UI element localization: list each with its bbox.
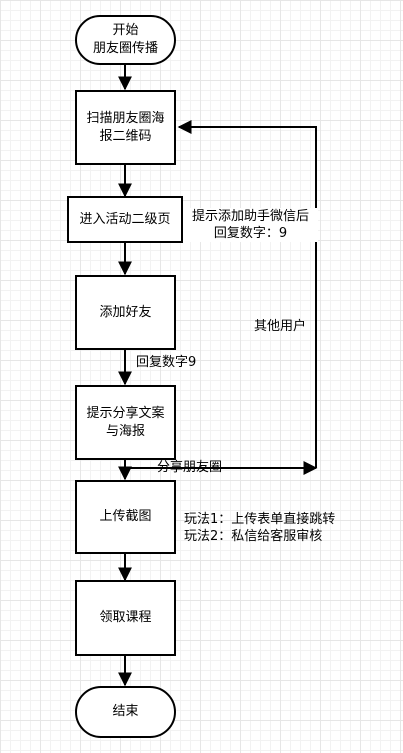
scan-qr-node: 扫描朋友圈海 报二维码 xyxy=(75,90,176,165)
reply-digit-label: 回复数字9 xyxy=(136,355,197,370)
share-copy-node-label: 提示分享文案 与海报 xyxy=(86,405,165,439)
receive-course-node-label: 领取课程 xyxy=(99,610,152,625)
start-node-label: 开始 朋友圈传播 xyxy=(92,23,158,56)
add-friend-node: 添加好友 xyxy=(75,275,176,350)
share-moments-label: 分享朋友圈 xyxy=(157,460,223,475)
end-node-label: 结束 xyxy=(112,704,139,719)
enter-activity-node: 进入活动二级页 xyxy=(67,196,183,243)
other-users-label: 其他用户 xyxy=(254,319,307,334)
scan-qr-node-label: 扫描朋友圈海 报二维码 xyxy=(86,110,165,144)
add-friend-node-label: 添加好友 xyxy=(99,304,152,320)
receive-course-node: 领取课程 xyxy=(75,580,176,656)
loop-other-users-back-to-scan xyxy=(177,120,317,468)
share-copy-node: 提示分享文案 与海报 xyxy=(75,385,176,460)
end-node: 结束 xyxy=(75,686,176,738)
play-methods-label: 玩法1：上传表单直接跳转 玩法2：私信给客服审核 xyxy=(184,512,336,544)
upload-screenshot-node: 上传截图 xyxy=(75,480,176,554)
start-node: 开始 朋友圈传播 xyxy=(75,15,176,65)
prompt-add-label: 提示添加助手微信后 回复数字：9 xyxy=(183,208,318,242)
enter-activity-node-label: 进入活动二级页 xyxy=(79,211,171,227)
upload-screenshot-node-label: 上传截图 xyxy=(99,509,152,524)
